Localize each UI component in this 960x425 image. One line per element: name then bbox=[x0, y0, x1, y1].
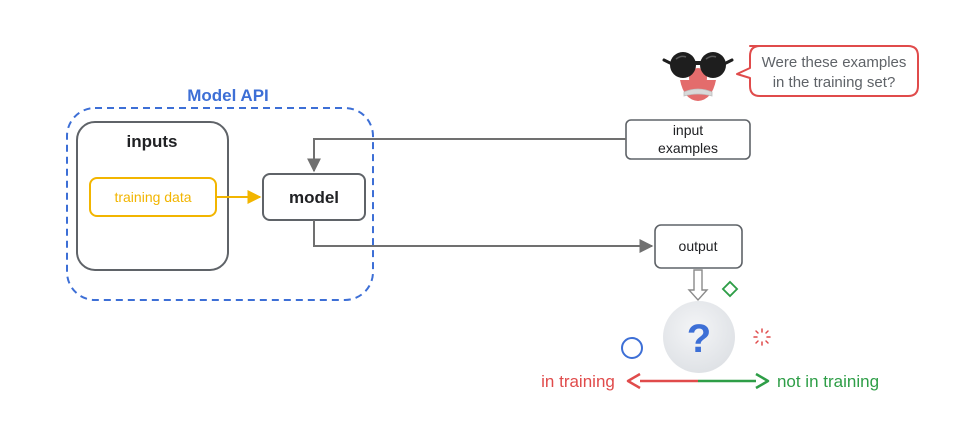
question-circle: ? bbox=[663, 301, 735, 373]
input-examples-line2: examples bbox=[658, 140, 718, 156]
disguise-glasses-icon bbox=[662, 52, 734, 101]
output-box: output bbox=[654, 224, 743, 269]
speech-line2: in the training set? bbox=[773, 74, 896, 91]
model-api-boundary bbox=[66, 107, 374, 301]
speech-bubble: Were these examples in the training set? bbox=[736, 45, 919, 97]
question-bubble bbox=[663, 301, 735, 373]
burst-outline-icon bbox=[753, 328, 771, 346]
input-examples-box: input examples bbox=[625, 119, 751, 160]
training-data-frame bbox=[89, 177, 217, 217]
inputs-label: inputs bbox=[127, 132, 178, 151]
question-mark: ? bbox=[687, 317, 711, 361]
output-label: output bbox=[679, 238, 718, 254]
input-examples-to-model-arrow bbox=[307, 138, 626, 173]
model-api-label: Model API bbox=[187, 86, 269, 105]
training-data-label: training data bbox=[114, 189, 191, 205]
membership-axis: in training not in training bbox=[541, 372, 879, 391]
diamond-outline-icon bbox=[721, 280, 739, 298]
model-box: model bbox=[262, 173, 366, 221]
circle-outline-icon bbox=[621, 337, 643, 359]
model-label: model bbox=[289, 188, 339, 207]
not-in-training-arrow-head bbox=[755, 372, 770, 390]
input-examples-line1: input bbox=[673, 122, 703, 138]
not-in-training-label: not in training bbox=[777, 372, 879, 391]
output-frame bbox=[654, 224, 743, 269]
training-data-box: training data bbox=[89, 177, 217, 217]
speech-bubble-frame bbox=[736, 45, 919, 97]
output-to-question-arrow bbox=[687, 269, 709, 302]
speech-line1: Were these examples bbox=[762, 54, 907, 71]
model-to-output-arrow bbox=[313, 220, 654, 253]
in-training-arrow-head bbox=[626, 372, 641, 390]
model-api-group: Model API bbox=[66, 86, 374, 301]
in-training-label: in training bbox=[541, 372, 615, 391]
